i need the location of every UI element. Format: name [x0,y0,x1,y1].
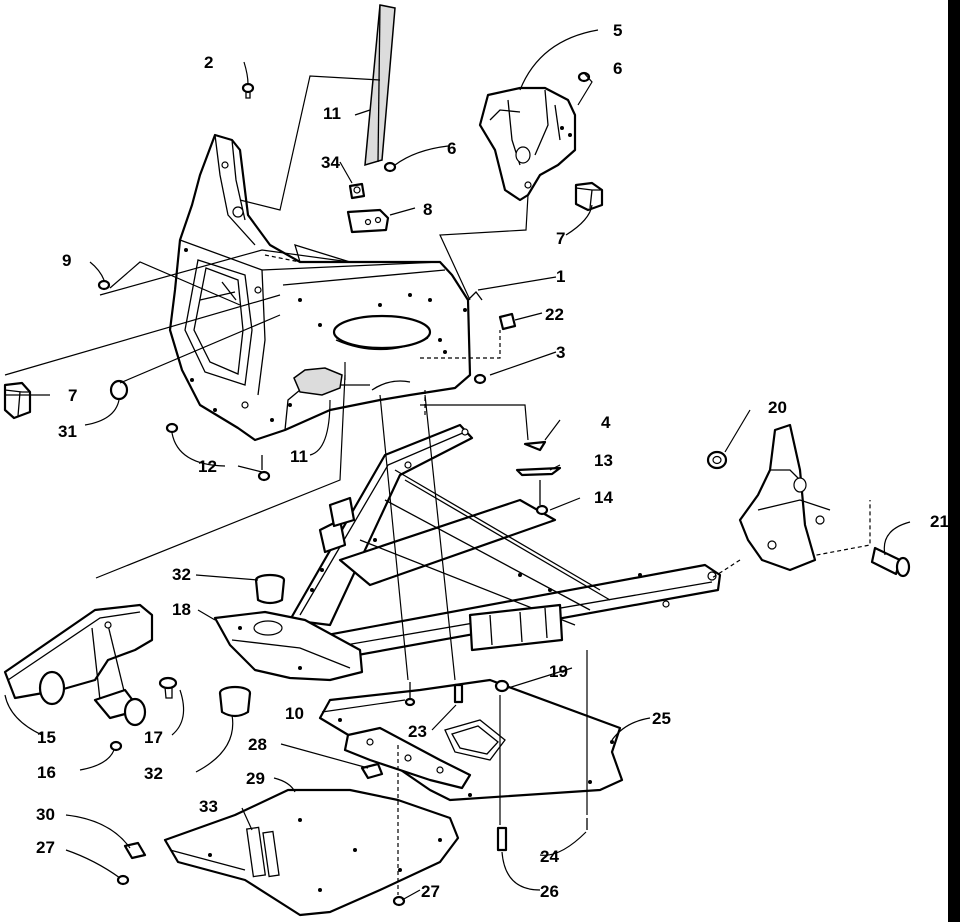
callout-25: 25 [652,709,671,728]
screw-part-9 [97,279,111,291]
callout-14: 14 [594,488,613,507]
callout-30: 30 [36,805,55,824]
bracket-part-13 [515,466,562,477]
foam-pad-part-11-upper [364,4,396,167]
screw-part-12-b [257,455,271,482]
screw-part-6-lower [383,161,397,173]
right-edge-border [948,0,960,922]
callout-2: 2 [204,53,213,72]
callout-28: 28 [248,735,267,754]
screw-part-12-a [165,422,179,434]
callout-11a: 11 [323,104,341,123]
push-pin-part-31 [109,379,129,401]
push-rivet-part-17 [158,676,178,699]
rubber-bumper-part-7-left [3,381,32,420]
callout-22: 22 [545,305,564,324]
callout-17: 17 [144,728,163,747]
screw-part-27-b [392,895,406,907]
clip-bracket-part-8 [346,208,390,234]
callout-3: 3 [556,343,565,362]
callout-11b: 11 [290,447,308,466]
bolt-part-26 [496,826,508,852]
nut-part-34 [348,182,366,200]
screw-part-16 [109,740,123,752]
callout-5: 5 [613,21,622,40]
foam-pad-part-11-lower [293,367,343,396]
callout-20: 20 [768,398,787,417]
callout-18: 18 [172,600,191,619]
bushing-part-32-upper [254,573,286,605]
bolt-part-23 [453,683,464,704]
bolt-part-14 [535,480,549,516]
callout-8: 8 [423,200,432,219]
callout-34: 34 [321,153,340,172]
front-frame-assembly [288,423,722,662]
rubber-bumper-part-7-right [574,181,604,212]
callout-1: 1 [556,267,565,286]
fastener-part-10 [404,682,416,707]
callout-19: 19 [549,662,568,681]
callout-16: 16 [37,763,56,782]
callout-32a: 32 [172,565,191,584]
leader-lines [4,29,911,901]
front-bulkhead-part-1 [168,133,483,442]
nut-part-22 [498,312,517,331]
bushing-part-32-lower [218,685,252,718]
callout-24: 24 [540,847,559,866]
callout-12: 12 [198,457,217,476]
callout-9: 9 [62,251,71,270]
callout-27a: 27 [36,838,55,857]
clip-part-30 [123,841,147,860]
callout-6a: 6 [613,59,622,78]
callout-23: 23 [408,722,427,741]
screw-part-2 [241,82,255,99]
screw-part-3 [473,373,487,385]
callout-15: 15 [37,728,56,747]
nut-part-19 [494,679,510,693]
mounting-bracket-part-5 [478,86,577,202]
callout-4: 4 [601,413,611,432]
spindle-mount-part-18 [213,610,364,682]
callout-7b: 7 [68,386,77,405]
callout-29: 29 [246,769,265,788]
callout-32b: 32 [144,764,163,783]
protector-strip-part-28 [343,726,472,790]
cap-screw-part-21 [870,546,911,578]
callout-31: 31 [58,422,77,441]
callout-27b: 27 [421,882,440,901]
steering-support-part-15 [3,603,154,727]
callout-33: 33 [199,797,218,816]
callout-13: 13 [594,451,613,470]
callout-labels: 1 2 3 4 5 6 6 7 7 8 9 10 11 11 12 13 14 … [36,21,949,901]
callout-26: 26 [540,882,559,901]
callout-7a: 7 [556,229,565,248]
lower-skid-plate-part-29 [163,788,460,917]
screw-part-27-a [116,874,130,886]
clip-part-4 [523,440,547,452]
side-frame-section [738,423,871,572]
callout-10: 10 [285,704,304,723]
callout-21: 21 [930,512,949,531]
callout-6b: 6 [447,139,456,158]
skid-plate-part-25 [318,678,624,802]
flange-nut-part-20 [706,450,728,470]
